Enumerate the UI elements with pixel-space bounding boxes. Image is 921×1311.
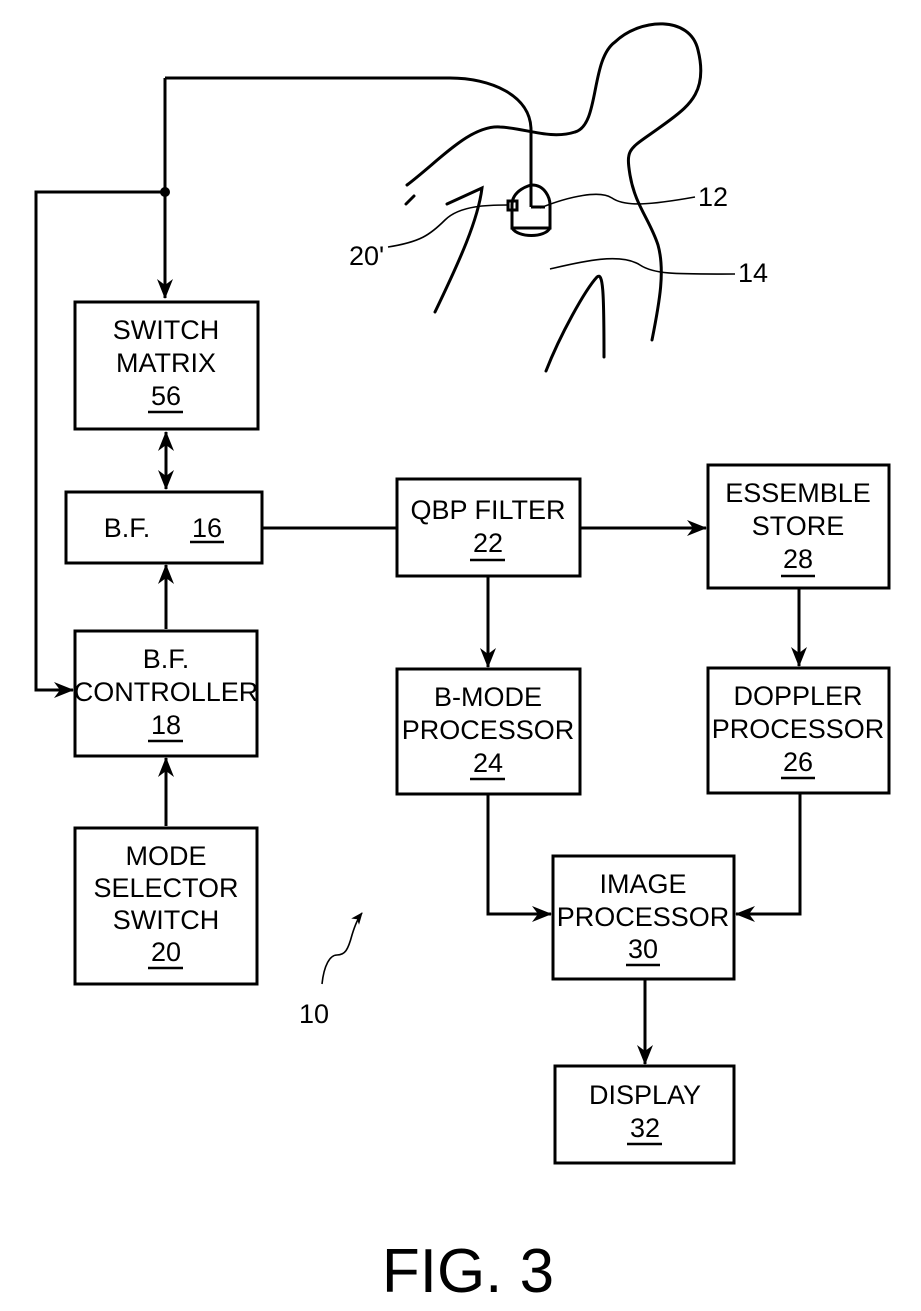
leader-20-prime — [388, 205, 508, 247]
block-label-line: PROCESSOR — [712, 714, 885, 744]
block-ref-number: 16 — [192, 513, 222, 543]
block-label-line: ESSEMBLE — [725, 478, 871, 508]
block-label-line: PROCESSOR — [402, 715, 575, 745]
callout-14: 14 — [738, 258, 768, 288]
block-label-line: SELECTOR — [93, 873, 238, 903]
patient-head-outline — [407, 24, 701, 340]
block-ref-number: 30 — [628, 934, 658, 964]
leader-14 — [550, 259, 735, 274]
block-label-line: IMAGE — [599, 869, 686, 899]
block-label-line: CONTROLLER — [74, 677, 259, 707]
callout-20-prime: 20' — [349, 241, 384, 271]
block-display: DISPLAY 32 — [555, 1066, 734, 1163]
probe-cable — [165, 78, 545, 207]
leader-12 — [540, 194, 695, 208]
block-label-line: B.F. — [104, 513, 151, 543]
block-doppler-processor: DOPPLER PROCESSOR 26 — [708, 668, 889, 793]
block-label-line: B-MODE — [434, 682, 542, 712]
block-ref-number: 24 — [473, 748, 503, 778]
block-bmode-processor: B-MODE PROCESSOR 24 — [397, 669, 580, 794]
block-ref-number: 26 — [783, 747, 813, 777]
block-label-line: STORE — [752, 511, 845, 541]
block-label-line: SWITCH — [113, 905, 219, 935]
block-ref-number: 18 — [151, 710, 181, 740]
block-label-line: PROCESSOR — [557, 902, 730, 932]
block-label-line: SWITCH — [113, 315, 219, 345]
block-ensemble-store: ESSEMBLE STORE 28 — [708, 465, 889, 588]
arrow-doppler-to-image-processor — [736, 793, 800, 914]
system-ref-squiggle — [322, 913, 362, 984]
callout-12: 12 — [698, 182, 728, 212]
block-ref-number: 22 — [473, 528, 503, 558]
block-ref-number: 20 — [151, 937, 181, 967]
block-switch-matrix: SWITCH MATRIX 56 — [75, 302, 258, 429]
figure-caption: FIG. 3 — [382, 1237, 554, 1306]
block-ref-number: 32 — [630, 1113, 660, 1143]
block-label-line: B.F. — [143, 644, 190, 674]
ultrasound-probe — [508, 185, 550, 236]
block-label-line: MATRIX — [116, 348, 216, 378]
wire-junction-to-bf-controller — [36, 192, 165, 690]
block-ref-number: 56 — [151, 381, 181, 411]
block-label-line: DOPPLER — [733, 681, 862, 711]
block-label-line: MODE — [126, 841, 207, 871]
block-label-line: DISPLAY — [589, 1080, 701, 1110]
block-image-processor: IMAGE PROCESSOR 30 — [553, 856, 734, 979]
patient-left-arm — [406, 196, 414, 204]
block-label-line: QBP FILTER — [410, 495, 565, 525]
system-ref-label: 10 — [299, 999, 329, 1029]
block-qbp-filter: QBP FILTER 22 — [397, 479, 580, 576]
block-bf-controller: B.F. CONTROLLER 18 — [74, 631, 259, 756]
block-mode-selector-switch: MODE SELECTOR SWITCH 20 — [75, 828, 257, 984]
arrow-bmode-to-image-processor — [488, 794, 551, 914]
block-ref-number: 28 — [783, 544, 813, 574]
patient-right-arm — [546, 276, 604, 371]
block-beamformer: B.F. 16 — [66, 492, 262, 563]
